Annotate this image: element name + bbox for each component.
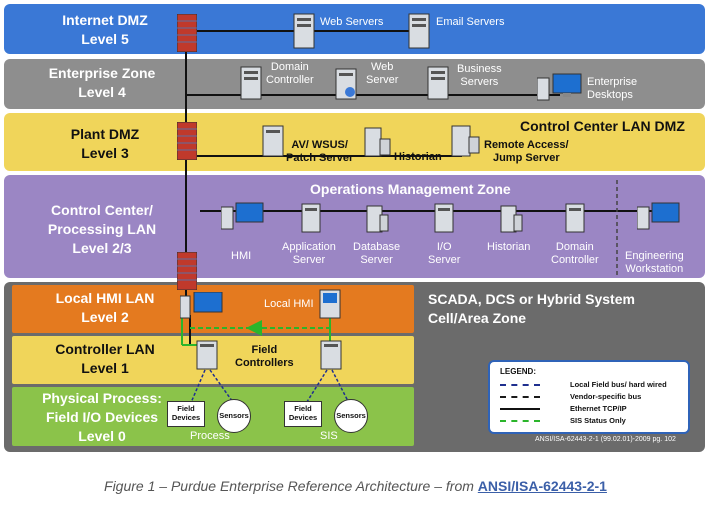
legend-item: SIS Status Only — [498, 416, 683, 426]
citation: ANSI/ISA-62443-2-1 (99.02.01)-2009 pg. 1… — [535, 436, 676, 443]
process-label: Process — [190, 430, 230, 442]
figure-caption: Figure 1 – Purdue Enterprise Reference A… — [0, 478, 711, 494]
legend: LEGEND: Local Field bus/ hard wired Vend… — [488, 360, 690, 434]
firewall-icon — [177, 252, 197, 290]
sensors-circle: Sensors — [334, 399, 368, 433]
server-icon — [427, 66, 449, 100]
server-icon — [451, 125, 480, 157]
caption-text: Figure 1 – Purdue Enterprise Reference A… — [104, 478, 478, 494]
server-icon — [364, 127, 391, 157]
controller-icon — [196, 340, 218, 370]
zone-level5 — [4, 4, 705, 54]
historian-l2-label: Historian — [487, 241, 531, 253]
hmi-panel-icon — [319, 289, 341, 319]
server-icon — [301, 203, 321, 233]
legend-item: Ethernet TCP/IP — [498, 404, 683, 414]
local-hmi-label: Local HMI — [264, 298, 314, 310]
zone-level23 — [4, 175, 705, 278]
firewall-icon — [177, 14, 197, 52]
av-wsus-label: AV/ WSUS/Patch Server — [286, 139, 354, 164]
server-icon — [434, 203, 454, 233]
legend-item: Vendor-specific bus — [498, 392, 683, 402]
server-icon — [408, 13, 430, 49]
server-icon — [500, 205, 523, 233]
desktop-icon — [180, 292, 223, 319]
server-icon — [366, 205, 389, 233]
server-icon — [293, 13, 315, 49]
server-icon — [262, 125, 284, 157]
caption-link[interactable]: ANSI/ISA-62443-2-1 — [477, 478, 607, 494]
legend-title: LEGEND: — [500, 367, 536, 376]
ops-zone-title: Operations Management Zone — [310, 181, 511, 197]
desktop-icon — [221, 202, 264, 230]
zone-level3 — [4, 113, 705, 171]
sensors-circle: Sensors — [217, 399, 251, 433]
firewall-icon — [177, 122, 197, 160]
hmi-label: HMI — [231, 250, 252, 262]
web-servers-label: Web Servers — [320, 16, 384, 28]
historian-l3-label: Historian — [394, 151, 442, 163]
server-icon — [240, 66, 262, 100]
desktop-icon — [537, 73, 582, 101]
legend-item: Local Field bus/ hard wired — [498, 380, 683, 390]
zone-level3-right-title: Control Center LAN DMZ — [520, 118, 685, 134]
desktop-icon — [637, 202, 680, 230]
email-servers-label: Email Servers — [436, 16, 505, 28]
server-icon — [335, 68, 357, 100]
sis-label: SIS — [320, 430, 338, 442]
remote-access-label: Remote Access/Jump Server — [484, 139, 569, 164]
controller-icon — [320, 340, 342, 370]
server-icon — [565, 203, 585, 233]
